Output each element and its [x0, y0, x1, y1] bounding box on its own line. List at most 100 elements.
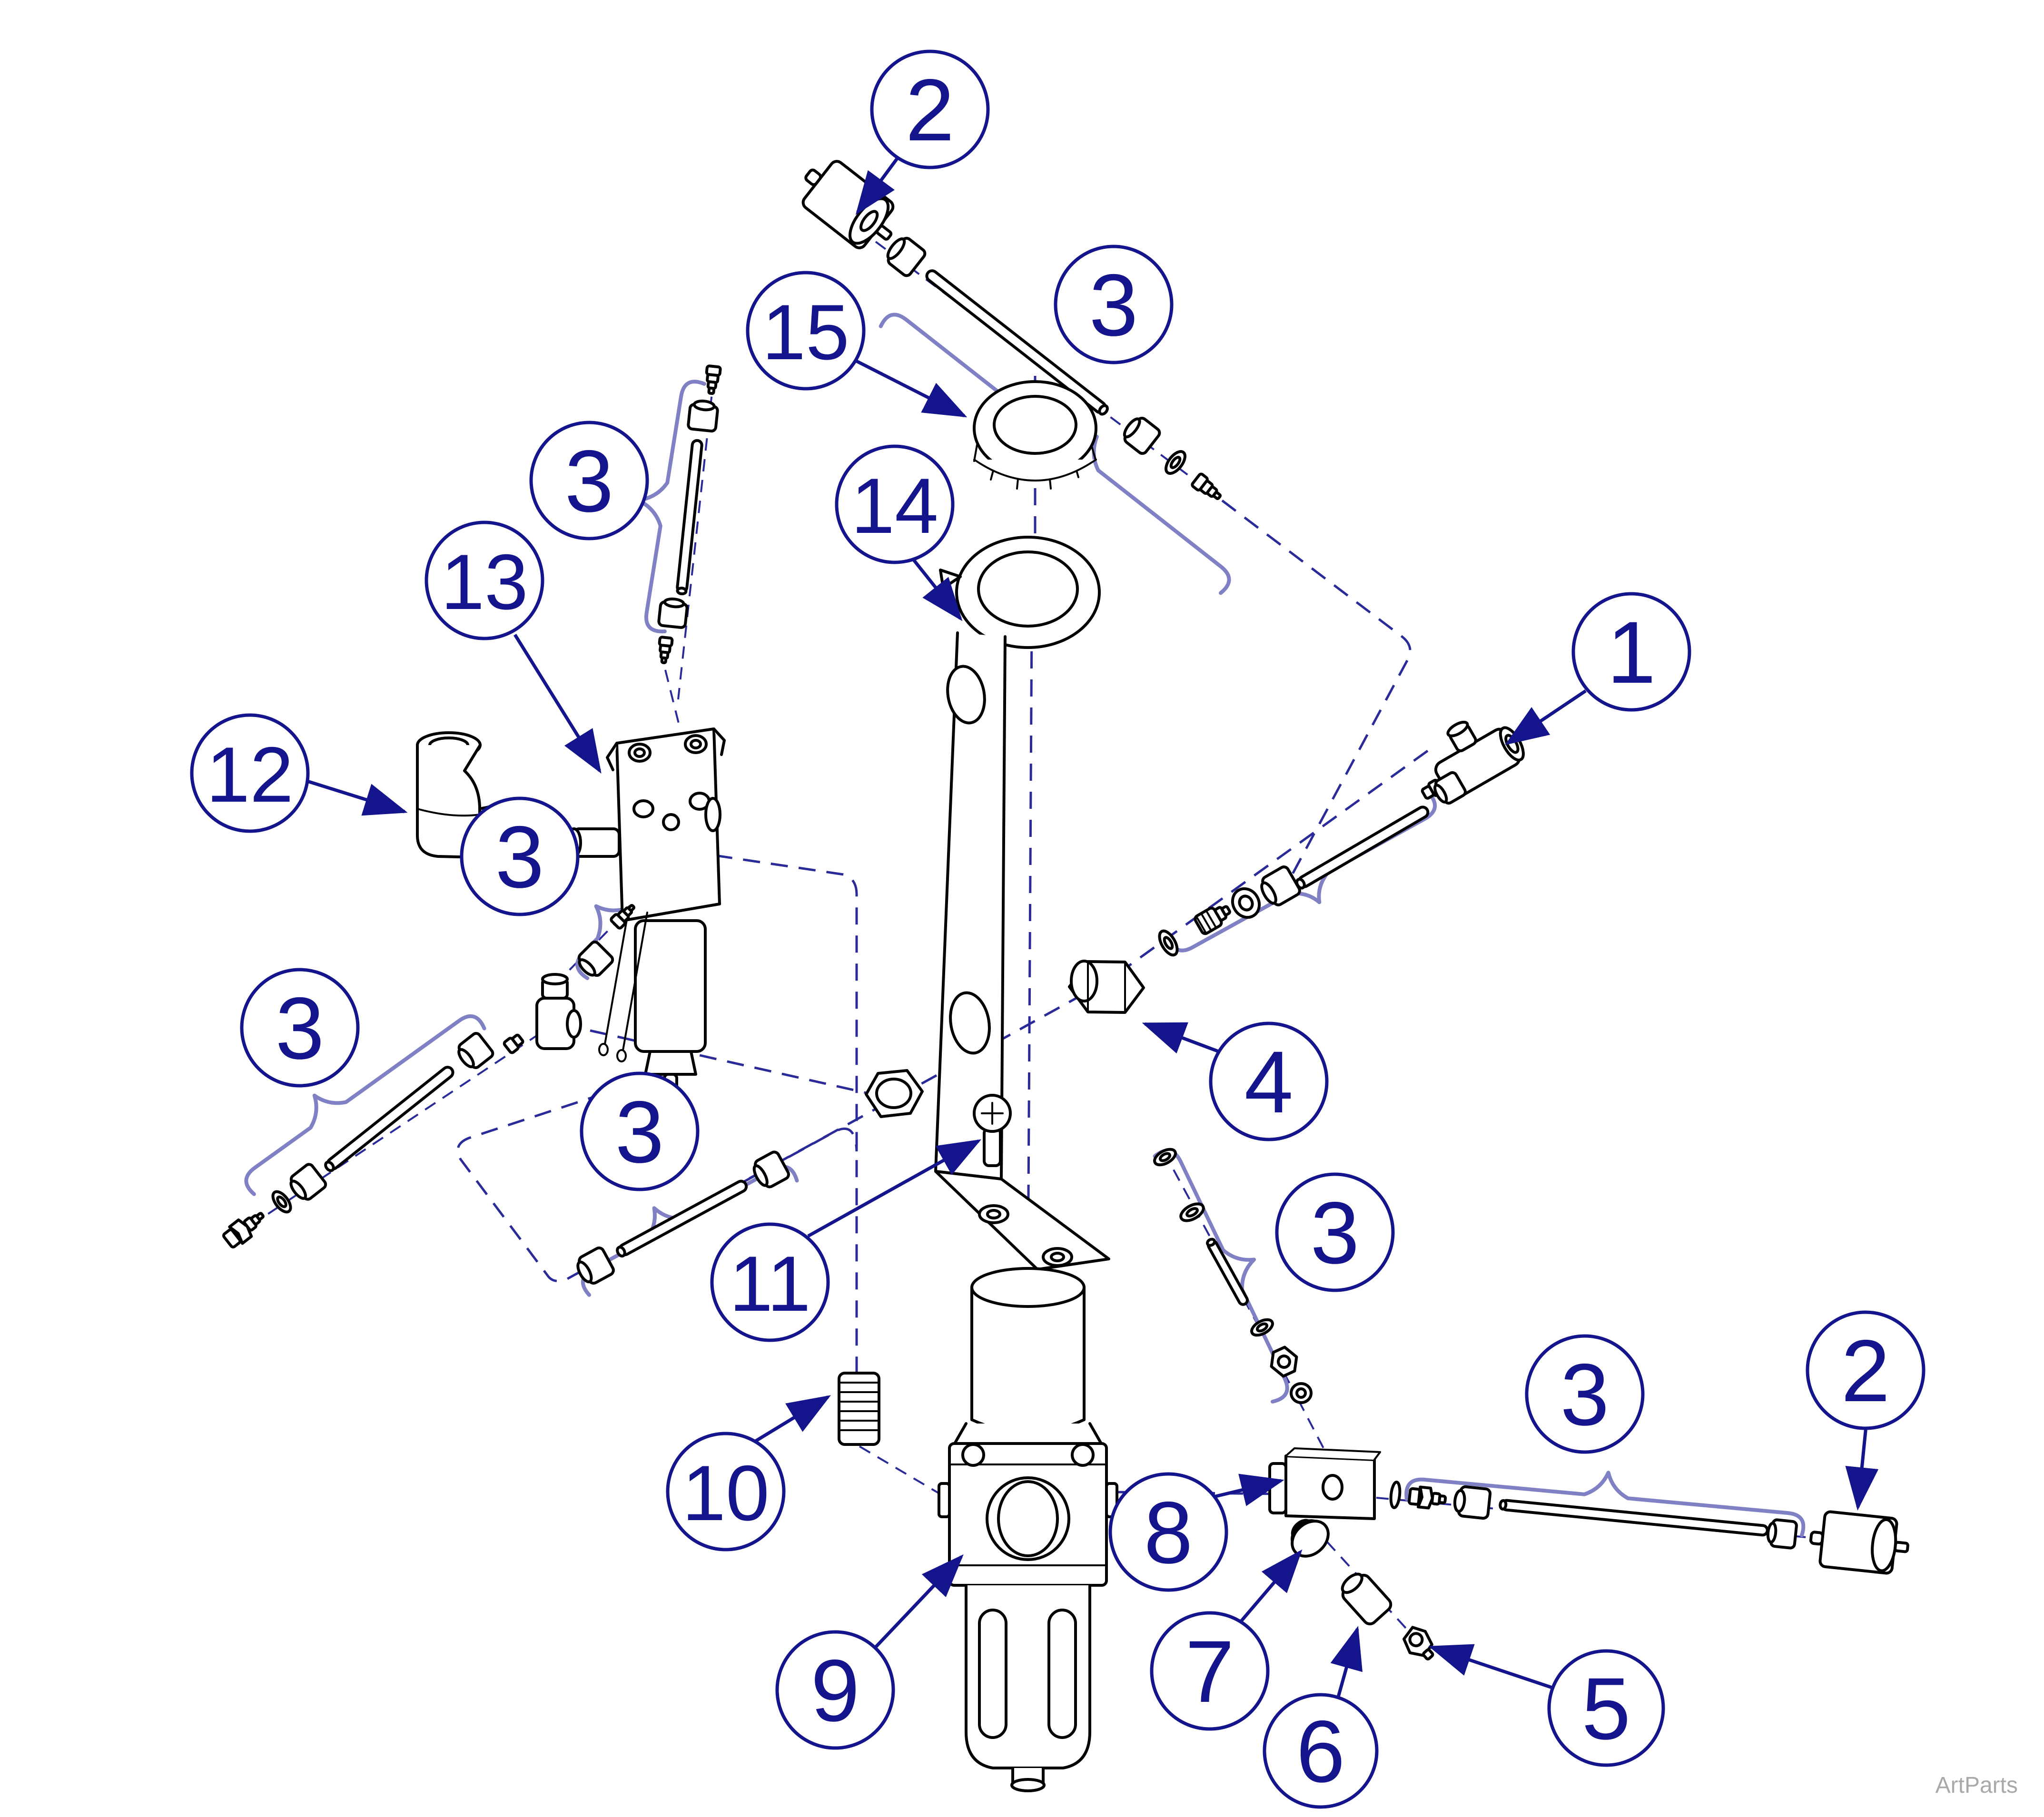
callout-12: 12 [190, 713, 408, 833]
part-small-nut [1402, 1626, 1434, 1660]
callout-8: 8 [1108, 1472, 1284, 1592]
part-washer [1389, 1481, 1402, 1509]
svg-text:4: 4 [1244, 1033, 1294, 1131]
part-tube [1295, 805, 1430, 890]
part-washer [1158, 929, 1179, 957]
svg-text:12: 12 [206, 731, 294, 818]
svg-text:7: 7 [1185, 1623, 1234, 1721]
svg-text:2: 2 [906, 61, 955, 159]
svg-text:3: 3 [565, 432, 614, 530]
svg-text:3: 3 [276, 980, 325, 1078]
svg-text:1: 1 [1607, 604, 1656, 702]
part-spacer [289, 1163, 327, 1201]
part-sleeve [1341, 1572, 1392, 1626]
part-barb-fitting [1191, 472, 1222, 500]
part-screw [973, 1094, 1012, 1167]
part-washer [1153, 1148, 1177, 1167]
centerline-tee-to-bracket [590, 1029, 894, 1100]
part-washer [1179, 1202, 1205, 1222]
svg-text:3: 3 [1560, 1346, 1610, 1444]
centerline-zigzag-right [1221, 500, 1412, 880]
part-tube [324, 1066, 454, 1172]
callout-7: 7 [1150, 1549, 1303, 1731]
callout-5: 5 [1428, 1644, 1665, 1767]
part-spacer [1123, 416, 1161, 455]
brace-bottom-right [1404, 1471, 1806, 1537]
part-tube [616, 1179, 748, 1258]
parts [222, 160, 1909, 1792]
callouts: 2 3 15 14 3 13 1 [190, 49, 1926, 1809]
watermark: ArtParts [1935, 1773, 2018, 1798]
part-knurled-barb [1194, 905, 1231, 935]
part-bracket [934, 536, 1110, 1271]
part-washer [1250, 1318, 1274, 1337]
svg-text:6: 6 [1296, 1703, 1345, 1801]
part-spacer [1766, 1518, 1798, 1550]
part-tube [1206, 1238, 1249, 1306]
part-muffler-bottom [1809, 1510, 1909, 1575]
brace-top-right [879, 313, 1231, 595]
part-block [1268, 1447, 1381, 1520]
callout-11: 11 [710, 1139, 982, 1342]
callout-13: 13 [425, 521, 602, 774]
part-fitting [1231, 887, 1261, 919]
part-barb-fitting [222, 1212, 265, 1249]
svg-text:3: 3 [1089, 256, 1138, 354]
callout-2-top: 2 [855, 49, 990, 215]
part-o-ring [1290, 1382, 1313, 1404]
part-barb-fitting [705, 364, 722, 395]
part-small-nut [1270, 1346, 1298, 1378]
part-spacer [457, 1031, 494, 1070]
svg-text:15: 15 [762, 288, 849, 376]
part-tube [676, 439, 703, 596]
callout-3-upper-left: 3 [529, 421, 649, 540]
part-grommet [1291, 1519, 1330, 1558]
brace-right-assembly [1166, 791, 1437, 953]
part-knurled-nipple [838, 1372, 880, 1446]
brace-far-left [244, 1014, 486, 1196]
part-spacer [1453, 1485, 1492, 1520]
callout-15: 15 [746, 271, 968, 418]
svg-text:2: 2 [1841, 1322, 1890, 1420]
part-barb-fitting [658, 636, 674, 664]
part-washer [1165, 450, 1186, 475]
svg-text:14: 14 [851, 462, 938, 550]
part-spacer [576, 1246, 615, 1285]
svg-text:11: 11 [729, 1240, 810, 1327]
brace-parts-chain [1153, 1149, 1289, 1404]
centerline-loop [456, 1066, 858, 1282]
part-spacer [886, 236, 927, 277]
part-tube [925, 269, 1109, 416]
callout-3-mid-left: 3 [460, 796, 580, 916]
callout-3-bottom-right: 3 [1525, 1334, 1645, 1454]
callout-3-parts-chain: 3 [1275, 1172, 1395, 1292]
callout-6: 6 [1263, 1626, 1379, 1809]
svg-text:10: 10 [682, 1449, 770, 1537]
centerline-bracket-filter [1027, 623, 1033, 1279]
callout-3-far-left: 3 [240, 968, 360, 1088]
part-washer [271, 1190, 292, 1214]
part-filter-regulator [938, 1267, 1118, 1792]
part-barb-fitting [1408, 1485, 1447, 1510]
part-valve [566, 727, 726, 1091]
part-tube [1499, 1499, 1769, 1537]
part-spacer [577, 940, 614, 977]
part-barb-fitting [610, 904, 635, 930]
svg-text:13: 13 [441, 538, 528, 626]
part-hex-nut [1068, 960, 1145, 1014]
svg-text:3: 3 [1311, 1184, 1360, 1282]
svg-text:5: 5 [1582, 1660, 1631, 1758]
callout-10: 10 [666, 1395, 831, 1552]
svg-text:3: 3 [495, 808, 544, 906]
part-spacer [657, 597, 689, 629]
centerline-rod-to-valve [664, 375, 715, 727]
centerline-small-chain [1163, 1151, 1296, 1395]
callout-3-top-right: 3 [1054, 245, 1174, 364]
part-spacer [687, 399, 719, 432]
svg-text:8: 8 [1144, 1484, 1193, 1582]
part-ring-nut [973, 380, 1097, 490]
callout-4: 4 [1142, 1021, 1329, 1141]
centerline-nipple-to-filter [859, 1445, 939, 1494]
